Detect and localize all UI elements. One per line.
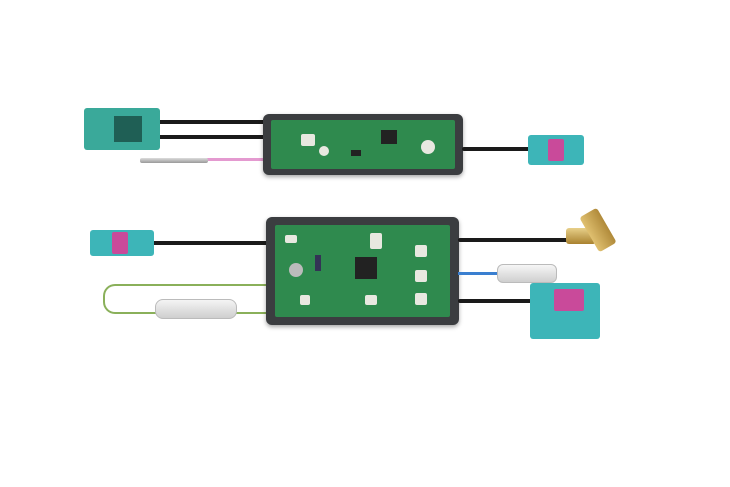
fuse-holder	[155, 299, 237, 319]
blade-connector	[497, 264, 557, 283]
top-pcb	[271, 120, 455, 169]
top-left-cable-2	[155, 135, 267, 139]
bottom-left-cable	[150, 241, 270, 245]
top-housing	[263, 114, 463, 175]
green-multi-connector	[84, 108, 160, 150]
bottom-housing	[266, 217, 459, 325]
bottom-pcb	[275, 225, 450, 317]
top-right-cable	[462, 147, 532, 151]
bottom-right-cable-2	[458, 299, 538, 303]
bottom-right-fakra-connector	[530, 283, 600, 339]
blue-wire	[458, 272, 500, 275]
bottom-left-fakra-connector	[90, 230, 154, 256]
top-left-cable-1	[155, 120, 267, 124]
pink-wire	[205, 158, 267, 161]
bottom-right-cable-1	[458, 238, 570, 242]
top-fakra-connector	[528, 135, 584, 165]
pin-terminal	[140, 158, 208, 163]
